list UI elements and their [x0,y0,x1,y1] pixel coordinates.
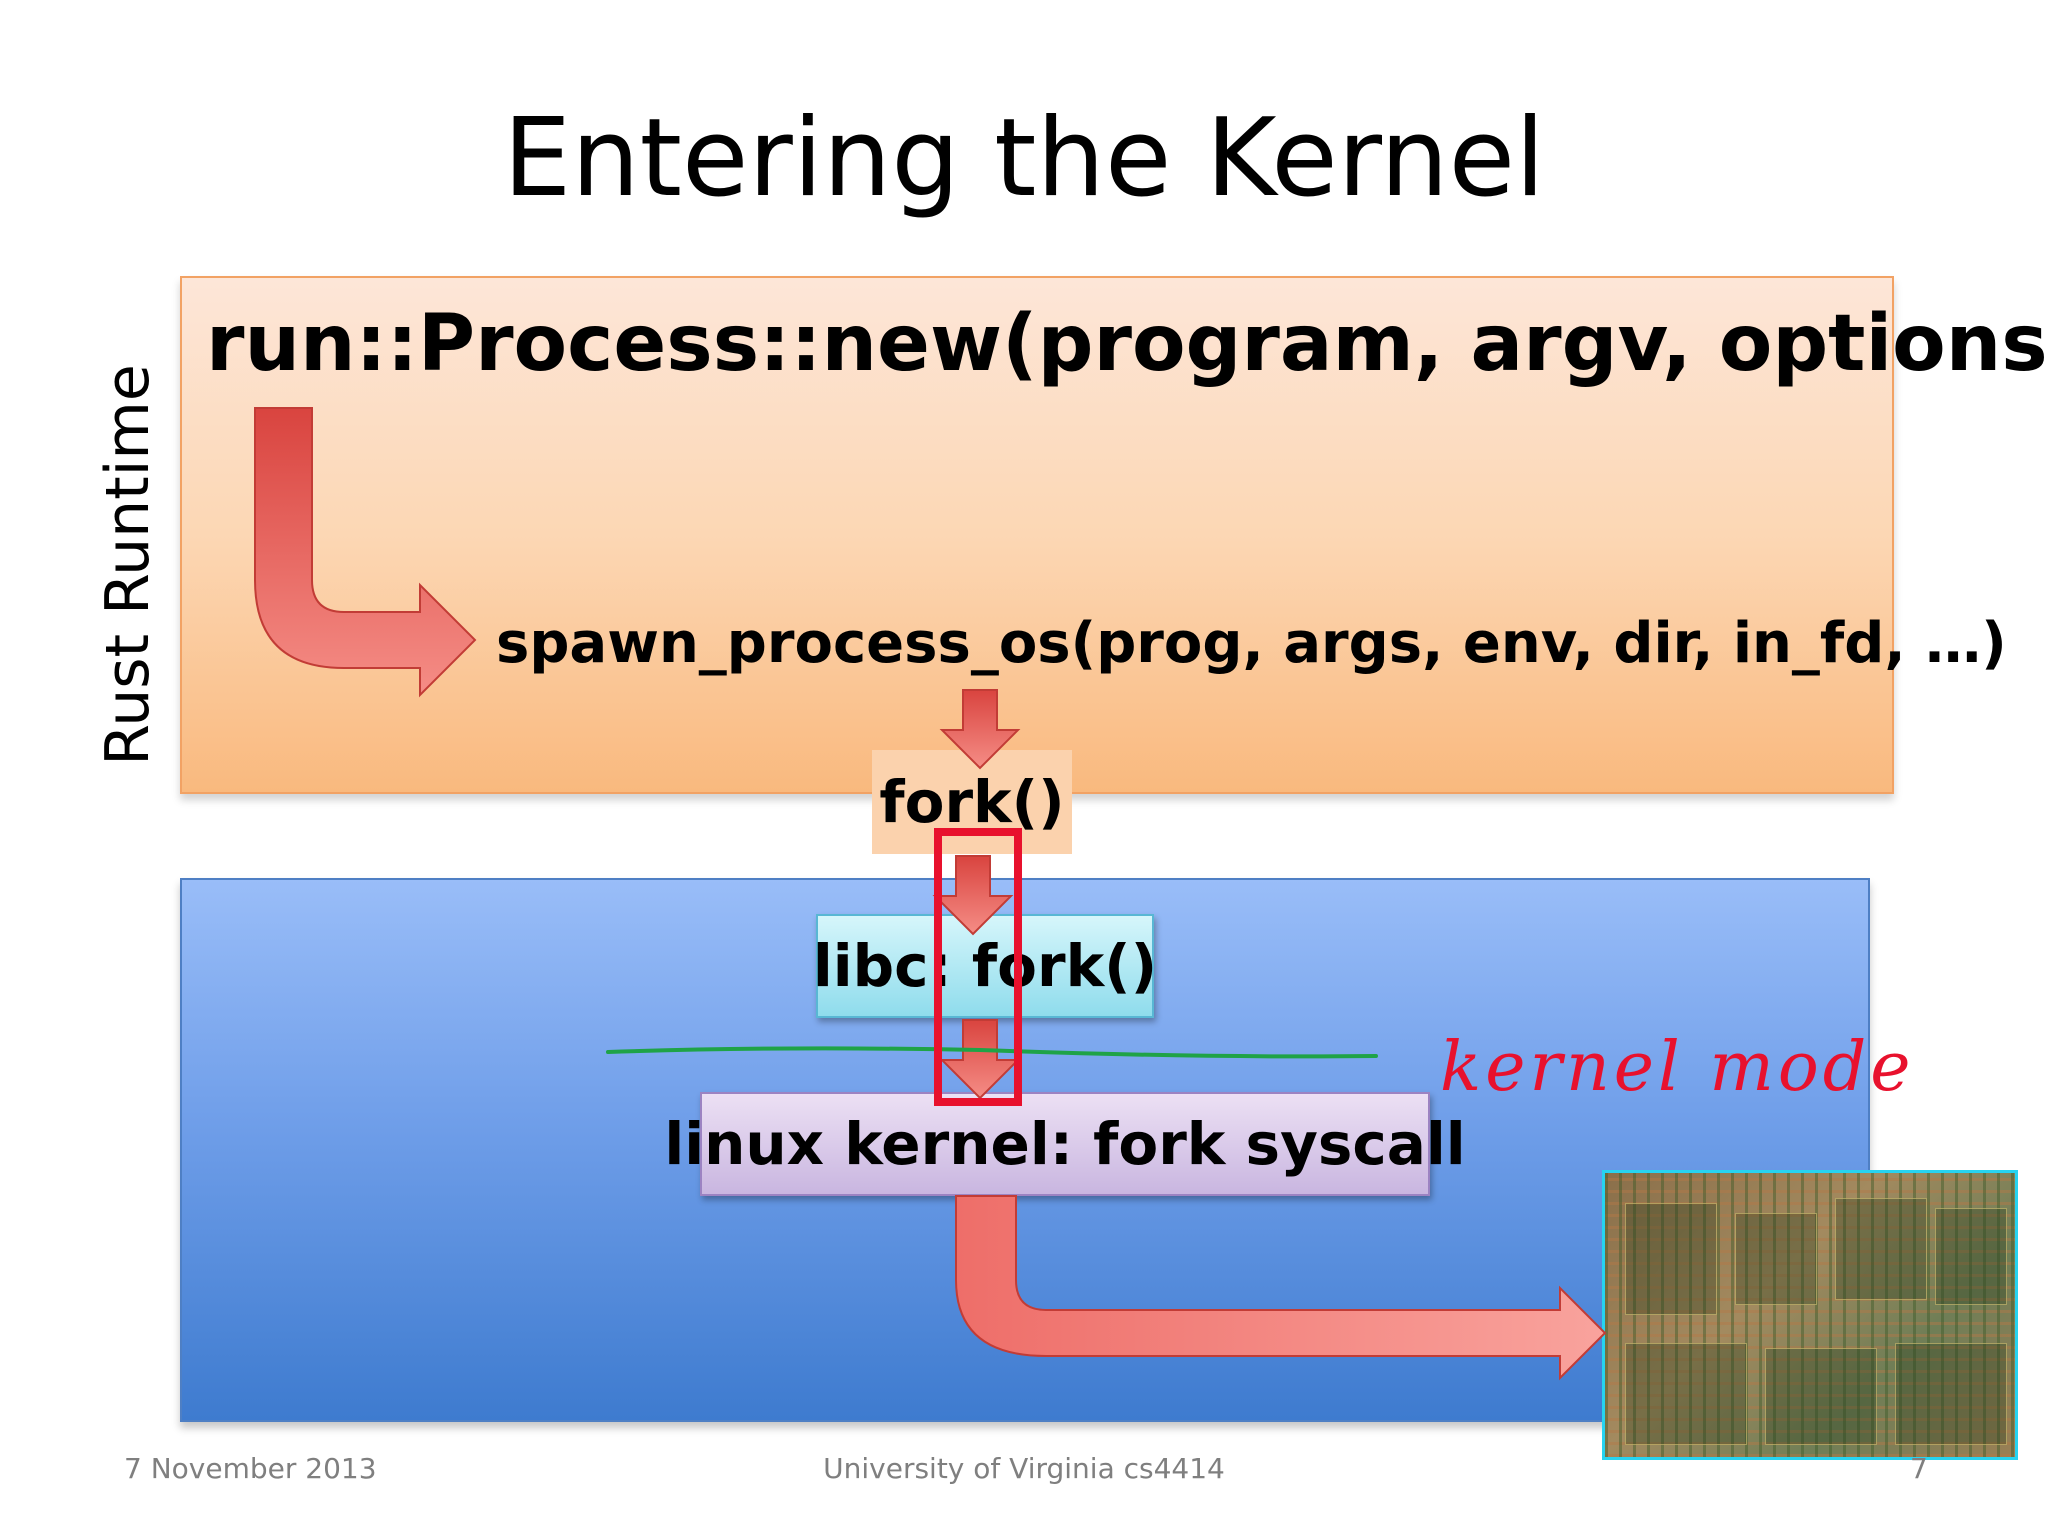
arrow-fork-to-libc [932,855,1014,936]
arrow-spawn-to-fork [939,689,1021,770]
kernel-mode-annotation: kernel mode [1440,1028,1915,1107]
rust-runtime-region [180,276,1894,794]
chip-core [1625,1203,1717,1315]
cpu-die-image [1602,1170,2018,1460]
linux-kernel-box: linux kernel: fork syscall [664,1092,1466,1196]
fork-box: fork() [872,750,1072,854]
chip-core [1935,1208,2007,1305]
chip-cache [1625,1343,1747,1445]
chip-cache [1895,1343,2007,1445]
chip-core [1835,1198,1927,1300]
process-new-call: run::Process::new(program, argv, options… [206,299,2048,389]
footer-course: University of Virginia cs4414 [823,1452,1225,1485]
curved-arrow-kernel-to-hardware [955,1195,1607,1381]
spawn-process-call: spawn_process_os(prog, args, env, dir, i… [496,611,2007,676]
footer-page-number: 7 [1910,1452,1928,1485]
linux-kernel-label: linux kernel: fork syscall [664,1110,1466,1178]
slide-title: Entering the Kernel [502,96,1546,221]
curved-arrow-runtime [254,407,477,698]
footer-date: 7 November 2013 [124,1452,377,1485]
user-kernel-boundary-line [606,1046,1378,1059]
libc-fork-label: libc: fork() [812,932,1158,1000]
chip-cache [1765,1348,1877,1445]
highlight-rectangle [934,828,1022,1106]
arrow-libc-to-kernel [939,1019,1021,1100]
chip-core [1735,1213,1817,1305]
fork-label: fork() [879,768,1065,836]
libc-fork-box: libc: fork() [812,914,1158,1018]
